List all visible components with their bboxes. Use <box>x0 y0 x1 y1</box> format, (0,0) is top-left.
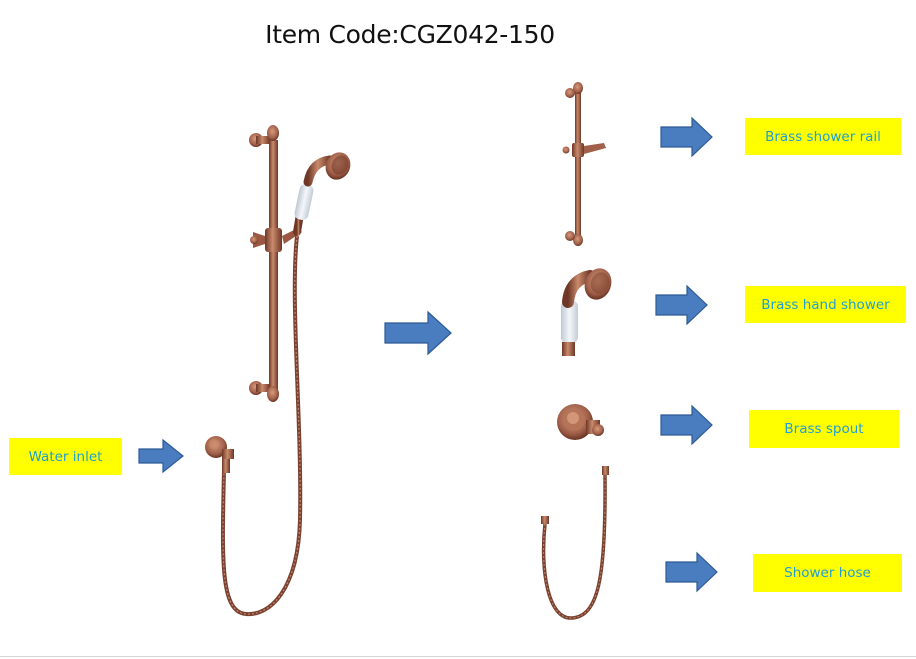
label-hand-shower-text: Brass hand shower <box>761 296 890 313</box>
page-title: Item Code:CGZ042-150 <box>265 20 555 49</box>
arrow-right-icon <box>665 551 718 593</box>
hand-shower-image <box>561 268 612 356</box>
bottom-divider <box>0 656 916 657</box>
assembled-shower-set-image <box>205 125 351 617</box>
label-spout-text: Brass spout <box>784 421 864 437</box>
label-hose-text: Shower hose <box>784 565 871 581</box>
arrow-right-icon <box>138 438 184 474</box>
arrow-right-icon <box>660 116 713 158</box>
label-hand-shower: Brass hand shower <box>745 286 906 323</box>
label-hose: Shower hose <box>753 554 902 592</box>
label-water-inlet-text: Water inlet <box>28 448 103 465</box>
label-water-inlet: Water inlet <box>9 438 122 475</box>
arrow-right-icon <box>660 404 713 446</box>
spout-image <box>557 404 604 440</box>
hose-image <box>541 466 609 620</box>
arrow-right-icon <box>384 310 452 356</box>
shower-rail-image <box>562 82 606 246</box>
label-spout: Brass spout <box>749 410 899 448</box>
label-shower-rail: Brass shower rail <box>745 118 901 155</box>
arrow-right-icon <box>655 284 708 326</box>
label-shower-rail-text: Brass shower rail <box>765 128 881 145</box>
